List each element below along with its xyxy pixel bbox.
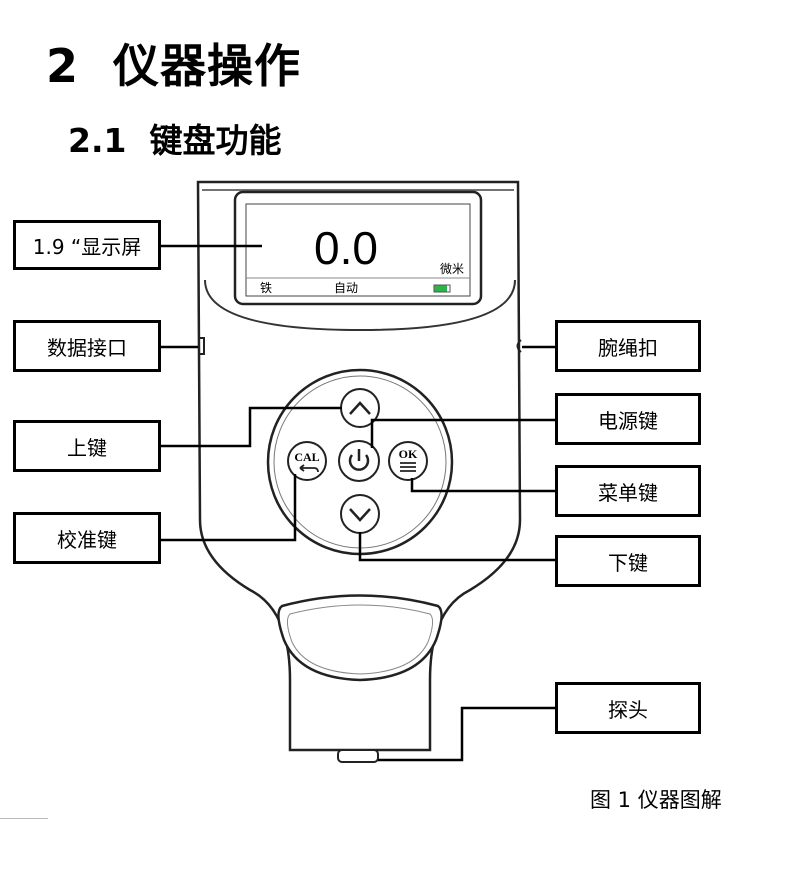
screen-mode: 自动 — [334, 281, 358, 295]
data-port-nub — [198, 337, 205, 355]
callout-calibrate-key: 校准键 — [13, 512, 161, 564]
callout-up-key: 上键 — [13, 420, 161, 472]
ok-key[interactable]: OK — [388, 441, 428, 481]
ok-key-label: OK — [399, 447, 418, 461]
down-key[interactable] — [340, 494, 380, 534]
up-key[interactable] — [340, 388, 380, 428]
power-key[interactable] — [338, 440, 380, 482]
power-icon — [348, 454, 370, 471]
menu-icon — [400, 462, 416, 472]
screen-reading: 0.0 — [314, 222, 378, 274]
subsection-title: 键盘功能 — [149, 121, 282, 160]
callout-screen: 1.9 “显示屏 — [13, 220, 161, 270]
leader-menu — [410, 478, 556, 493]
chevron-down-icon — [349, 508, 371, 522]
callout-menu-key: 菜单键 — [555, 465, 701, 517]
cal-key-label: CAL — [294, 450, 319, 464]
screen-material: 铁 — [260, 281, 272, 295]
subsection-number: 2.1 — [68, 121, 127, 160]
callout-power-key: 电源键 — [555, 393, 701, 445]
leader-power — [370, 418, 556, 448]
page-corner-rule — [0, 818, 48, 819]
return-icon — [299, 464, 319, 473]
subsection-heading: 2.1 键盘功能 — [68, 114, 281, 162]
leader-calibrate — [160, 474, 297, 542]
wrist-strap-nub — [516, 339, 522, 353]
section-number: 2 — [46, 39, 80, 93]
chevron-up-icon — [349, 401, 371, 415]
section-heading: 2 仪器操作 — [46, 30, 301, 96]
cal-key[interactable]: CAL — [287, 441, 327, 481]
screen-bezel — [204, 279, 516, 332]
leader-down — [358, 532, 556, 562]
probe-tip — [337, 749, 379, 763]
screen-unit: 微米 — [440, 262, 464, 276]
callout-data-port: 数据接口 — [13, 320, 161, 372]
leader-up — [160, 406, 342, 448]
leader-probe — [378, 706, 556, 762]
section-title: 仪器操作 — [113, 39, 302, 93]
callout-down-key: 下键 — [555, 535, 701, 587]
screen-lcd — [245, 203, 471, 297]
grip-pad — [277, 594, 443, 682]
battery-icon — [434, 285, 447, 292]
figure-caption: 图 1 仪器图解 — [590, 788, 722, 812]
callout-probe: 探头 — [555, 682, 701, 734]
callout-wrist-strap: 腕绳扣 — [555, 320, 701, 372]
